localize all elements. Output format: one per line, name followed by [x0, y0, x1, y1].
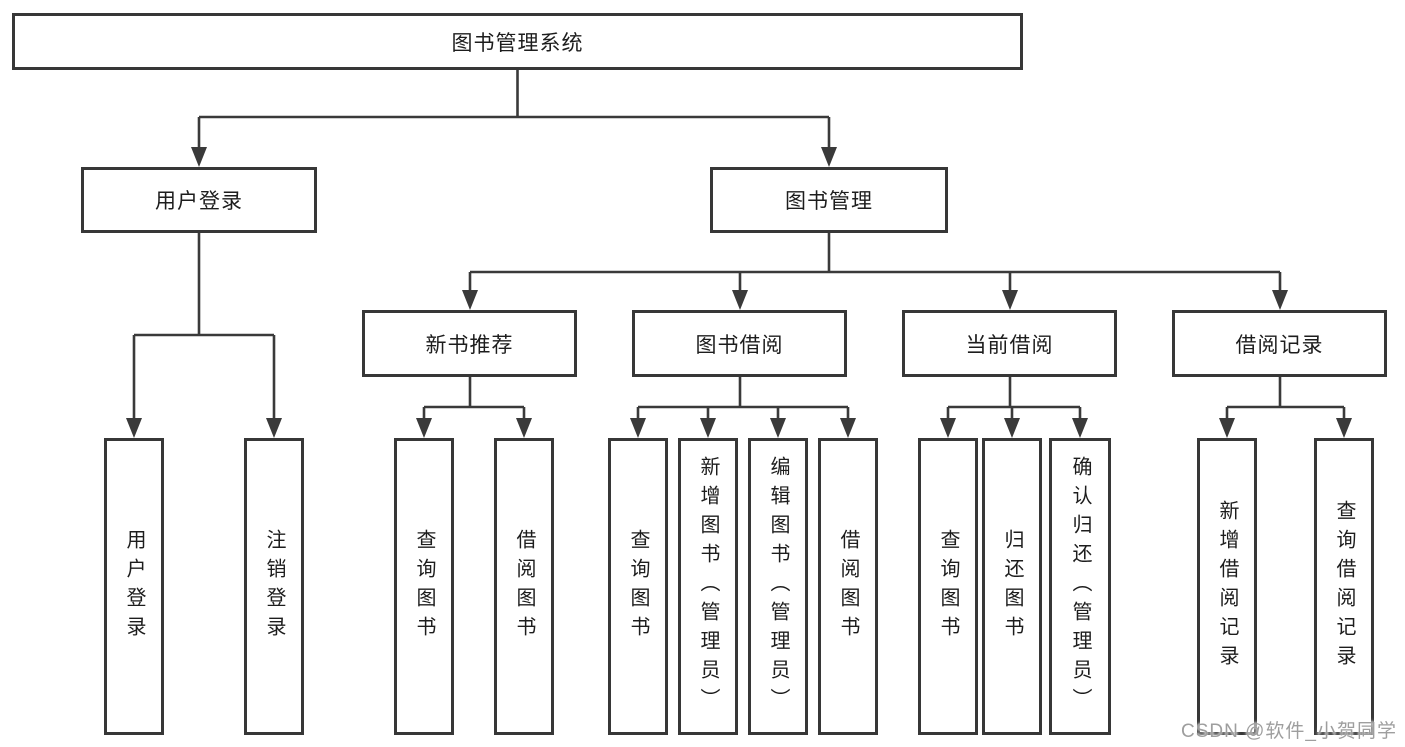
leaf-borrow-book-1: 借阅图书	[494, 438, 554, 735]
leaf-query-book-2: 查询图书	[608, 438, 668, 735]
connector-book-borrow-to-leaves	[630, 377, 856, 438]
node-borrow-record: 借阅记录	[1172, 310, 1387, 377]
leaf-query-book-3: 查询图书	[918, 438, 978, 735]
connector-book-manage-to-level3	[462, 233, 1288, 310]
watermark: CSDN @软件_小贺同学	[1181, 721, 1397, 742]
leaf-query-book-1: 查询图书	[394, 438, 454, 735]
leaf-user-login: 用户登录	[104, 438, 164, 735]
leaf-borrow-book-2: 借阅图书	[818, 438, 878, 735]
leaf-edit-book-admin-label: 编辑图书（管理员）	[767, 456, 789, 717]
leaf-logout: 注销登录	[244, 438, 304, 735]
connector-current-borrow-to-leaves	[940, 377, 1088, 438]
leaf-add-book-admin-label: 新增图书（管理员）	[697, 456, 719, 717]
node-borrow-record-label: 借阅记录	[1235, 333, 1324, 357]
node-new-book-recommend-label: 新书推荐	[425, 333, 514, 357]
leaf-query-book-1-label: 查询图书	[413, 528, 435, 645]
node-book-manage: 图书管理	[710, 167, 948, 233]
leaf-add-borrow-record-label: 新增借阅记录	[1216, 499, 1238, 674]
leaf-logout-label: 注销登录	[263, 528, 285, 645]
node-current-borrow: 当前借阅	[902, 310, 1117, 377]
connector-root-to-level2	[191, 70, 837, 167]
connector-new-book-recommend-to-leaves	[416, 377, 532, 438]
leaf-confirm-return-admin: 确认归还（管理员）	[1049, 438, 1111, 735]
leaf-query-borrow-record-label: 查询借阅记录	[1333, 499, 1355, 674]
leaf-add-book-admin: 新增图书（管理员）	[678, 438, 738, 735]
leaf-return-book: 归还图书	[982, 438, 1042, 735]
leaf-query-book-2-label: 查询图书	[627, 528, 649, 645]
connector-borrow-record-to-leaves	[1219, 377, 1352, 438]
connector-user-login-to-leaves	[126, 233, 282, 438]
leaf-return-book-label: 归还图书	[1001, 528, 1023, 645]
leaf-edit-book-admin: 编辑图书（管理员）	[748, 438, 808, 735]
node-book-manage-label: 图书管理	[785, 190, 873, 213]
leaf-user-login-label: 用户登录	[123, 528, 145, 645]
leaf-borrow-book-1-label: 借阅图书	[513, 528, 535, 645]
node-book-borrow: 图书借阅	[632, 310, 847, 377]
leaf-add-borrow-record: 新增借阅记录	[1197, 438, 1257, 735]
leaf-query-borrow-record: 查询借阅记录	[1314, 438, 1374, 735]
node-book-borrow-label: 图书借阅	[695, 333, 784, 357]
leaf-query-book-3-label: 查询图书	[937, 528, 959, 645]
node-current-borrow-label: 当前借阅	[965, 333, 1054, 357]
node-new-book-recommend: 新书推荐	[362, 310, 577, 377]
node-root: 图书管理系统	[12, 13, 1023, 70]
leaf-borrow-book-2-label: 借阅图书	[837, 528, 859, 645]
node-user-login-label: 用户登录	[155, 190, 243, 213]
node-user-login: 用户登录	[81, 167, 317, 233]
node-root-label: 图书管理系统	[451, 31, 584, 55]
leaf-confirm-return-admin-label: 确认归还（管理员）	[1069, 456, 1091, 717]
